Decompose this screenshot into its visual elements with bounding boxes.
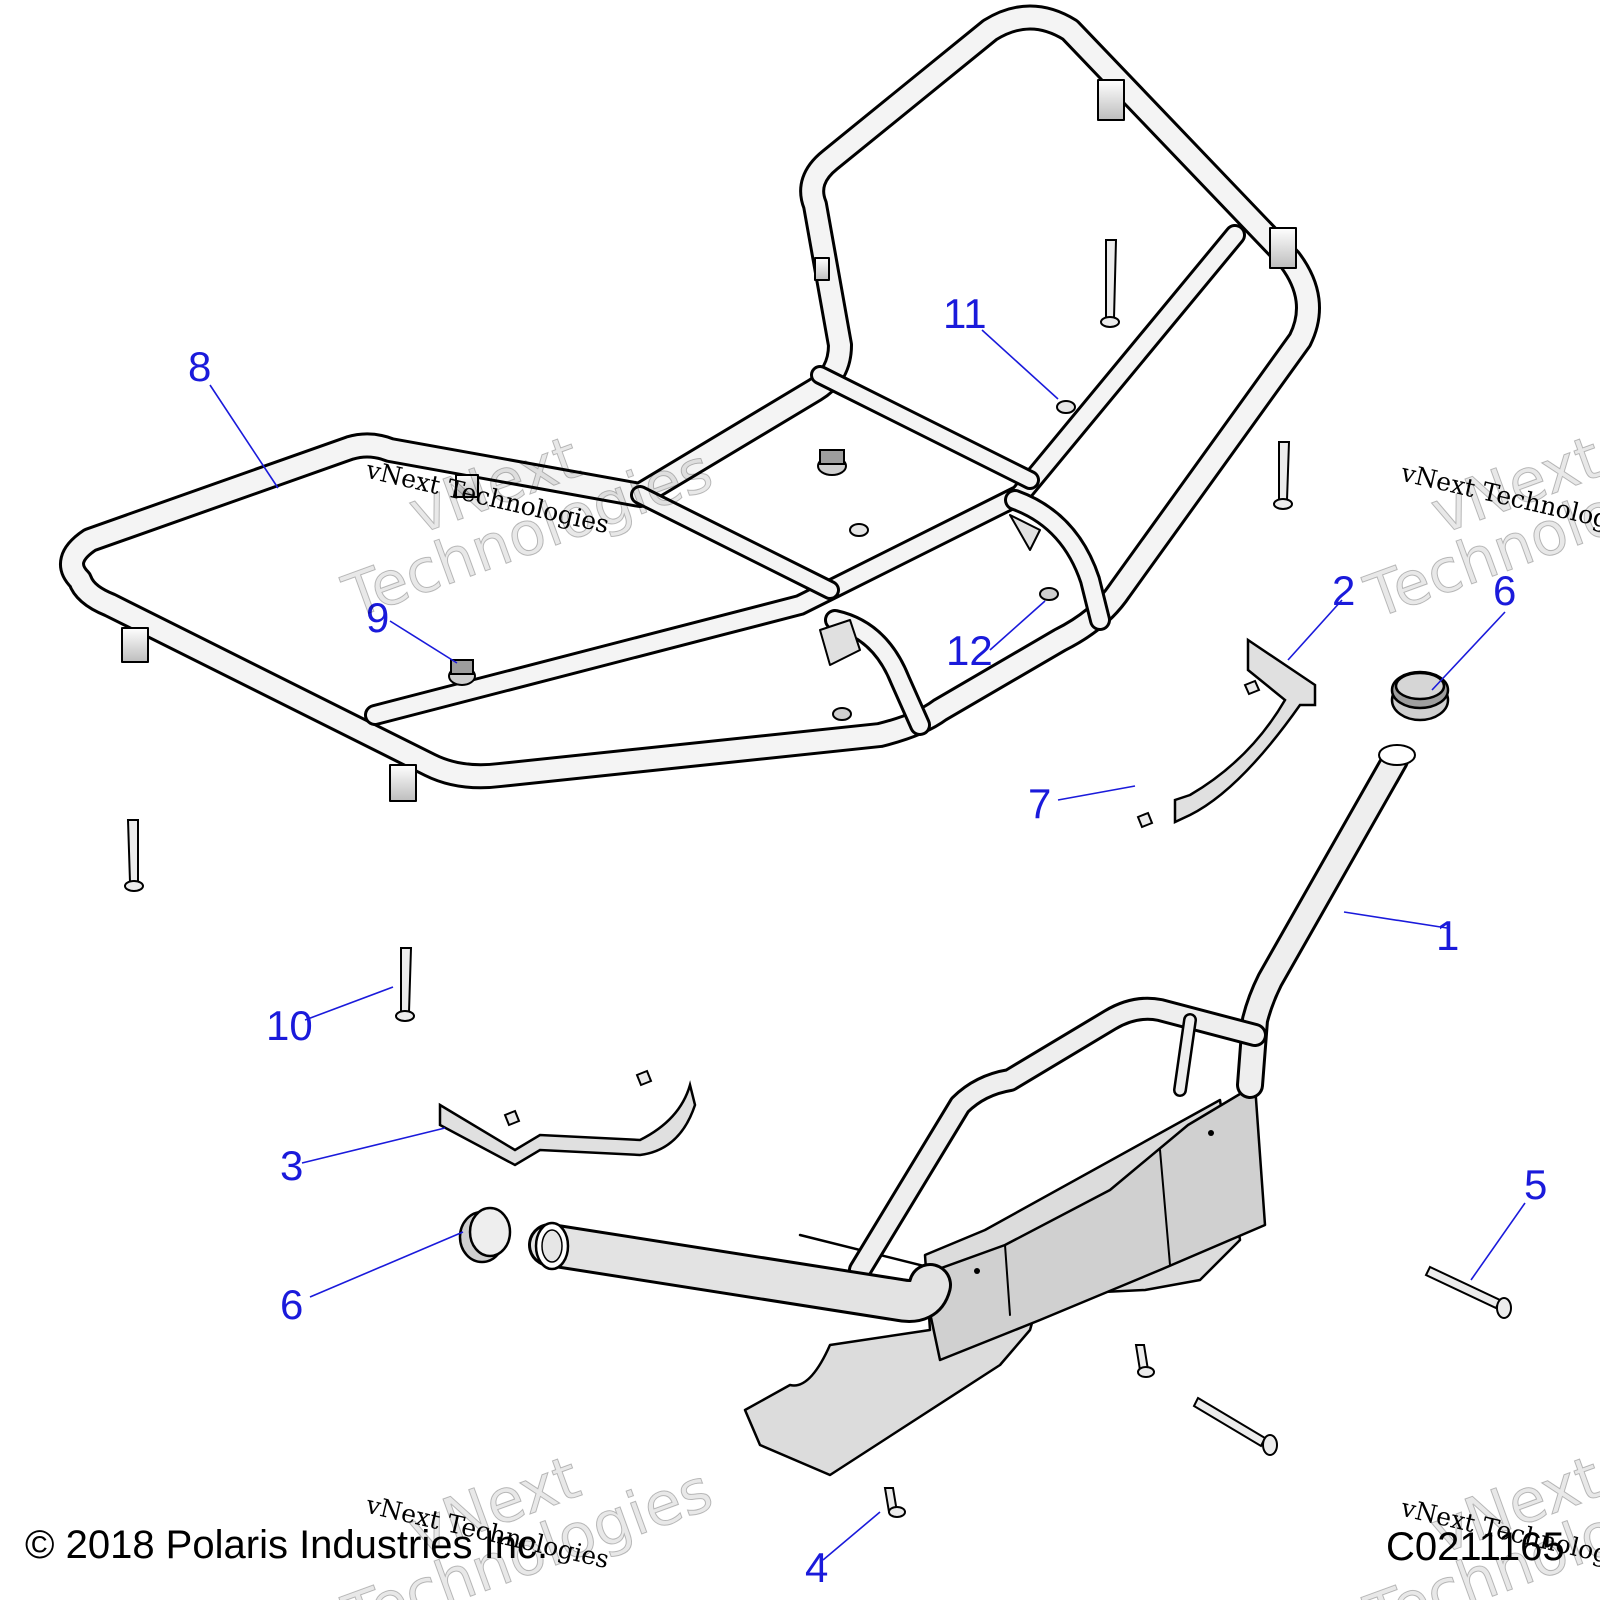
callout-3: 3 [280, 1142, 304, 1189]
bracket-item-3 [438, 1080, 697, 1167]
rear-rack [59, 4, 1321, 802]
copyright-notice: © 2018 Polaris Industries Inc. [25, 1523, 549, 1567]
callout-1: 1 [1436, 912, 1460, 959]
rack-grommets [448, 400, 1076, 721]
callout-9: 9 [366, 594, 390, 641]
callout-4: 4 [805, 1544, 829, 1591]
loose-bolts [124, 239, 1512, 1518]
callout-11: 11 [943, 290, 987, 337]
leader-lines [209, 329, 1526, 1561]
callout-8: 8 [188, 343, 212, 390]
bracket-item-2 [1173, 637, 1317, 824]
plug-item-6-left [458, 1206, 512, 1264]
callout-10: 10 [266, 1002, 313, 1049]
callout-7: 7 [1028, 780, 1052, 827]
callout-2: 2 [1332, 567, 1356, 614]
callout-6-left: 6 [280, 1281, 304, 1328]
front-bumper [528, 744, 1416, 1477]
drawing-code: C0211165 [1386, 1525, 1565, 1569]
callout-12: 12 [946, 627, 993, 674]
callout-6-right: 6 [1493, 567, 1517, 614]
plug-item-6-right [1390, 670, 1450, 722]
callout-5: 5 [1524, 1161, 1548, 1208]
